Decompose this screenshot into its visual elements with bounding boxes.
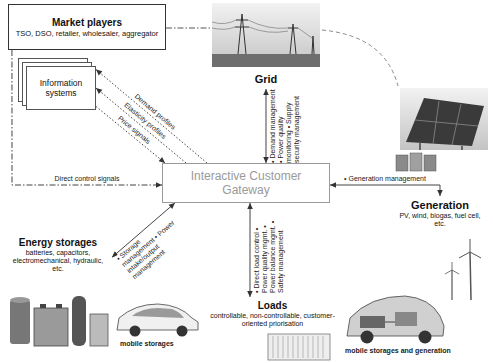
connector-line xyxy=(330,185,440,196)
connector-label: • Demand management • Power quality moni… xyxy=(269,88,301,164)
gateway-box: Interactive Customer Gateway xyxy=(162,163,330,203)
node-body: batteries, capacitors, electromechanical… xyxy=(8,249,108,273)
connector xyxy=(96,70,207,163)
connector xyxy=(330,182,443,196)
node-body: PV, wind, biogas, fuel cell, etc. xyxy=(394,212,486,228)
node-title: Market players xyxy=(52,17,122,29)
connector-label: • Direct load control • Power quality mg… xyxy=(253,206,285,294)
connector-label: Direct control signals xyxy=(54,175,121,183)
cutaway-car xyxy=(347,296,444,344)
node-title: Interactive Customer Gateway xyxy=(167,169,325,197)
fuel-cell-photo xyxy=(396,153,436,171)
node-body: TSO, DSO, retailer, wholesaler, aggregat… xyxy=(16,29,159,38)
solar-photo xyxy=(400,88,488,150)
connector-label: • Generation management xyxy=(343,175,427,183)
arrowhead xyxy=(437,190,443,196)
dashed-arc xyxy=(322,30,398,86)
battery-photos xyxy=(10,296,108,346)
dashed-link xyxy=(166,28,210,29)
grid-node: Grid xyxy=(246,70,286,89)
energy-storages-node: Energy storagesbatteries, capacitors, el… xyxy=(4,232,112,278)
loads-node: Loadscontrollable, non-controllable, cus… xyxy=(205,297,340,331)
node-title: Generation xyxy=(411,199,469,212)
information-systems-stack: Information systems xyxy=(26,66,96,110)
connector xyxy=(96,88,186,163)
connector-label: • Storage management • Power intake/outp… xyxy=(114,211,189,282)
node-title: Energy storages xyxy=(19,237,97,249)
arrowhead xyxy=(263,89,269,95)
caption-label: mobile storages and generation xyxy=(345,347,451,355)
electric-car xyxy=(117,304,198,337)
connector xyxy=(263,89,269,163)
node-title: Grid xyxy=(255,73,278,86)
node-title: Information systems xyxy=(30,78,92,98)
arrowhead xyxy=(247,291,253,297)
wind-turbines xyxy=(445,239,481,300)
connector-line xyxy=(249,203,250,297)
generation-node: GenerationPV, wind, biogas, fuel cell, e… xyxy=(390,196,490,231)
arrowhead xyxy=(96,70,102,76)
connector-line xyxy=(96,70,207,163)
connector-line xyxy=(96,88,186,163)
grid-photo xyxy=(212,3,320,67)
heater-photo xyxy=(268,334,330,360)
node-body: controllable, non-controllable, customer… xyxy=(209,312,336,328)
arrowhead xyxy=(96,88,102,94)
arrowhead xyxy=(330,182,336,188)
arrowhead xyxy=(169,203,175,209)
connector-line xyxy=(265,89,266,163)
market-players-box: Market playersTSO, DSO, retailer, wholes… xyxy=(8,4,166,50)
caption-label: mobile storages xyxy=(120,340,174,348)
node-title: Loads xyxy=(258,300,287,312)
connector xyxy=(247,203,253,297)
arrowhead xyxy=(247,203,253,209)
